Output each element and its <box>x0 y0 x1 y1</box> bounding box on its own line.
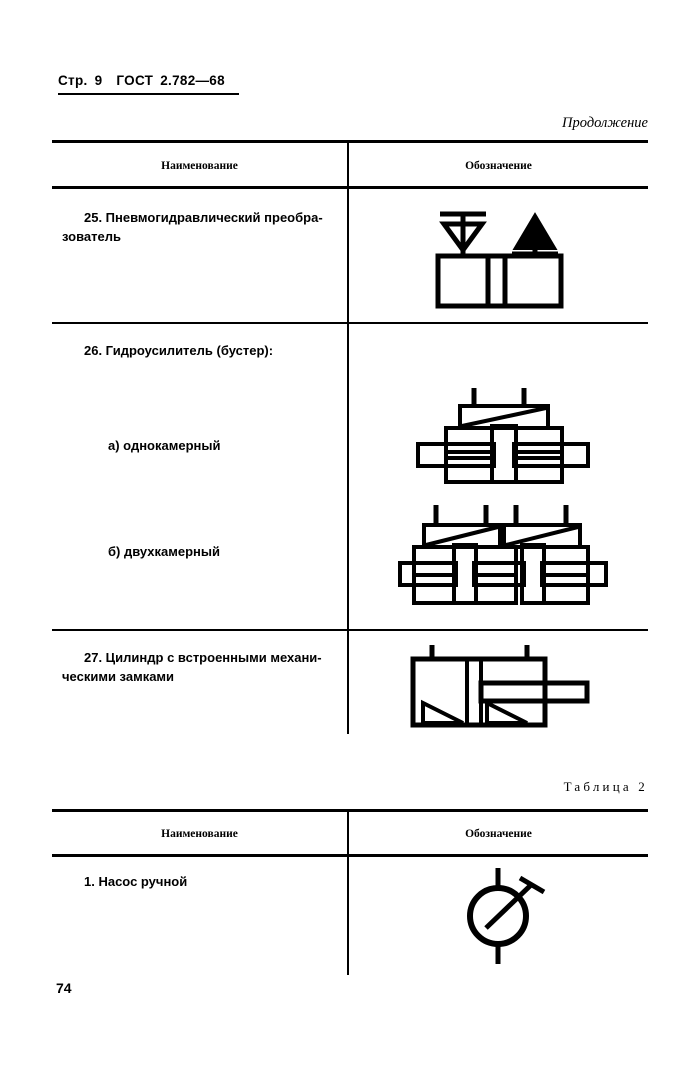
table2-row-1-name: 1. Насос ручной <box>62 872 340 891</box>
cylinder-with-mechanical-locks-symbol <box>405 645 595 735</box>
continuation-label: Продолжение <box>562 115 648 131</box>
header-page-number: 9 <box>94 73 103 88</box>
double-chamber-booster-symbol <box>398 503 610 608</box>
table1-column-header-designation: Обозначение <box>465 160 532 172</box>
table1-row-25-name-line2: зователь <box>62 229 121 244</box>
header-underline <box>58 93 239 96</box>
page-header: Стр. 9 ГОСТ 2.782—68 <box>58 73 225 88</box>
table2-caption: Таблица 2 <box>563 779 648 794</box>
table1-row-27-name-line2: ческими замками <box>62 669 175 684</box>
table1-row-27-name: 27. Цилиндр с встроенными механи- ческим… <box>62 648 340 686</box>
table1-row-26b-label-wrap: б) двухкамерный <box>62 542 340 561</box>
table2-row-1-name-line1: 1. Насос ручной <box>84 874 188 889</box>
table1-row-27-name-line1: 27. Цилиндр с встроенными механи- <box>84 650 322 665</box>
footer-page-number: 74 <box>56 980 72 996</box>
table2-header-separator <box>52 854 648 857</box>
header-standard-number: 2.782—68 <box>160 73 225 88</box>
table1-row-26b-label: б) двухкамерный <box>108 544 220 559</box>
table1-row-separator-2 <box>52 629 648 631</box>
table1-row-25-name-line1: 25. Пневмогидравлический преобра- <box>84 210 323 225</box>
table1-row-26-name-line1: 26. Гидроусилитель (бустер): <box>84 343 274 358</box>
header-standard-prefix: ГОСТ <box>116 73 154 88</box>
table1-row-separator-1 <box>52 322 648 324</box>
table2-column-divider <box>347 810 349 975</box>
pneumo-hydraulic-converter-symbol <box>430 206 570 311</box>
table1-row-25-name: 25. Пневмогидравлический преобра- зовате… <box>62 208 340 246</box>
table1-header-separator <box>52 186 648 189</box>
table1-column-header-name: Наименование <box>161 160 238 172</box>
table2-column-header-name: Наименование <box>161 828 238 840</box>
header-page-label: Стр. <box>58 73 88 88</box>
single-chamber-booster-symbol <box>412 386 592 486</box>
table1-column-divider <box>347 141 349 734</box>
table2-column-header-designation: Обозначение <box>465 828 532 840</box>
hand-pump-symbol <box>458 866 568 966</box>
table1-row-26a-label-wrap: а) однокамерный <box>62 436 340 455</box>
table1-top-border <box>52 140 648 143</box>
table2-top-border <box>52 809 648 812</box>
table1-row-26-name: 26. Гидроусилитель (бустер): <box>62 341 340 360</box>
table1-row-26a-label: а) однокамерный <box>108 438 221 453</box>
